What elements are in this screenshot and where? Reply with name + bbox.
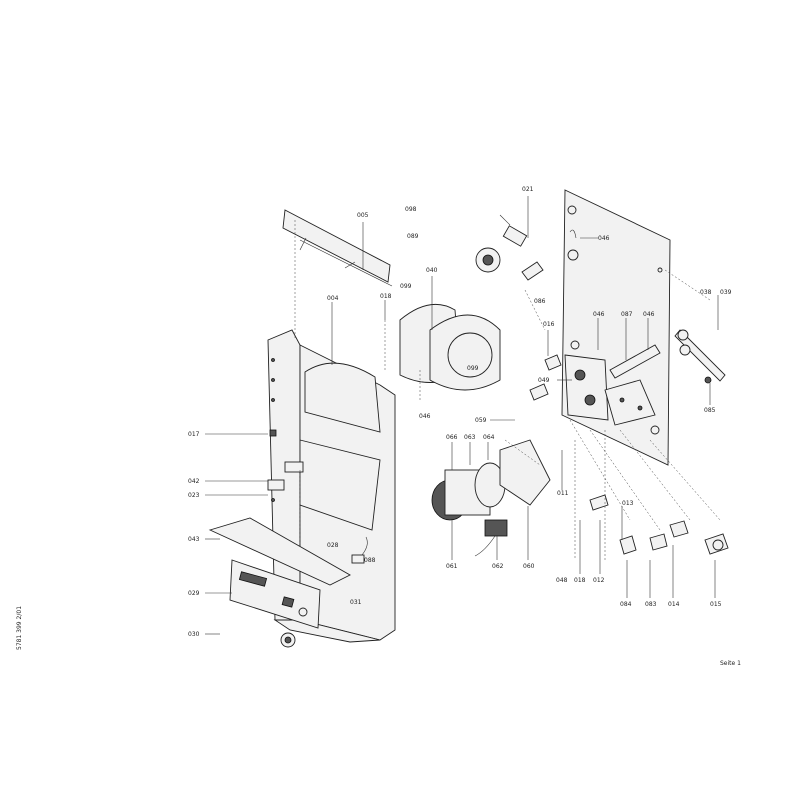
label-048: 048 bbox=[556, 577, 568, 584]
label-063: 063 bbox=[464, 434, 476, 441]
label-004: 004 bbox=[327, 295, 339, 302]
label-018-b: 018 bbox=[574, 577, 586, 584]
label-099-a: 099 bbox=[400, 283, 412, 290]
label-014: 014 bbox=[668, 601, 680, 608]
label-064: 064 bbox=[483, 434, 495, 441]
label-030: 030 bbox=[188, 631, 200, 638]
doc-code: 5781 399 2/01 bbox=[16, 606, 23, 650]
label-040: 040 bbox=[426, 267, 438, 274]
label-046-b: 046 bbox=[593, 311, 605, 318]
label-088: 088 bbox=[364, 557, 376, 564]
label-021: 021 bbox=[522, 186, 534, 193]
label-038: 038 bbox=[700, 289, 712, 296]
label-062: 062 bbox=[492, 563, 504, 570]
label-043: 043 bbox=[188, 536, 200, 543]
top-bracket bbox=[282, 209, 393, 287]
control-panel bbox=[208, 517, 351, 648]
label-029: 029 bbox=[188, 590, 200, 597]
label-046-a: 046 bbox=[598, 235, 610, 242]
label-005: 005 bbox=[357, 212, 369, 219]
label-042: 042 bbox=[188, 478, 200, 485]
label-012: 012 bbox=[593, 577, 605, 584]
label-089: 089 bbox=[407, 233, 419, 240]
label-086: 086 bbox=[534, 298, 546, 305]
label-015: 015 bbox=[710, 601, 722, 608]
page-footer: Seite 1 bbox=[720, 660, 741, 667]
label-084: 084 bbox=[620, 601, 632, 608]
label-083: 083 bbox=[645, 601, 657, 608]
label-018: 018 bbox=[380, 293, 392, 300]
heat-exchanger bbox=[284, 362, 381, 531]
part-labels: 005 098 089 021 046 040 099 018 004 086 … bbox=[188, 186, 732, 638]
label-023: 023 bbox=[188, 492, 200, 499]
label-061: 061 bbox=[446, 563, 458, 570]
label-013: 013 bbox=[622, 500, 634, 507]
label-085: 085 bbox=[704, 407, 716, 414]
label-099-b: 099 bbox=[467, 365, 479, 372]
top-fittings bbox=[475, 214, 544, 281]
label-098: 098 bbox=[405, 206, 417, 213]
hydraulic-block bbox=[529, 344, 661, 426]
right-bracket bbox=[674, 329, 726, 384]
label-011: 011 bbox=[557, 490, 569, 497]
label-059: 059 bbox=[475, 417, 487, 424]
label-046-c: 046 bbox=[643, 311, 655, 318]
gas-valve-assembly bbox=[399, 303, 501, 391]
label-066: 066 bbox=[446, 434, 458, 441]
label-031: 031 bbox=[350, 599, 362, 606]
label-028: 028 bbox=[327, 542, 339, 549]
pump-assembly bbox=[431, 439, 551, 557]
label-017: 017 bbox=[188, 431, 200, 438]
label-046-d: 046 bbox=[419, 413, 431, 420]
label-060: 060 bbox=[523, 563, 535, 570]
assembly-lines bbox=[294, 220, 721, 560]
label-039: 039 bbox=[720, 289, 732, 296]
label-087: 087 bbox=[621, 311, 633, 318]
label-016: 016 bbox=[543, 321, 555, 328]
leader-lines bbox=[205, 196, 719, 635]
label-049: 049 bbox=[538, 377, 550, 384]
bottom-valves bbox=[589, 494, 729, 555]
small-components bbox=[267, 429, 368, 564]
